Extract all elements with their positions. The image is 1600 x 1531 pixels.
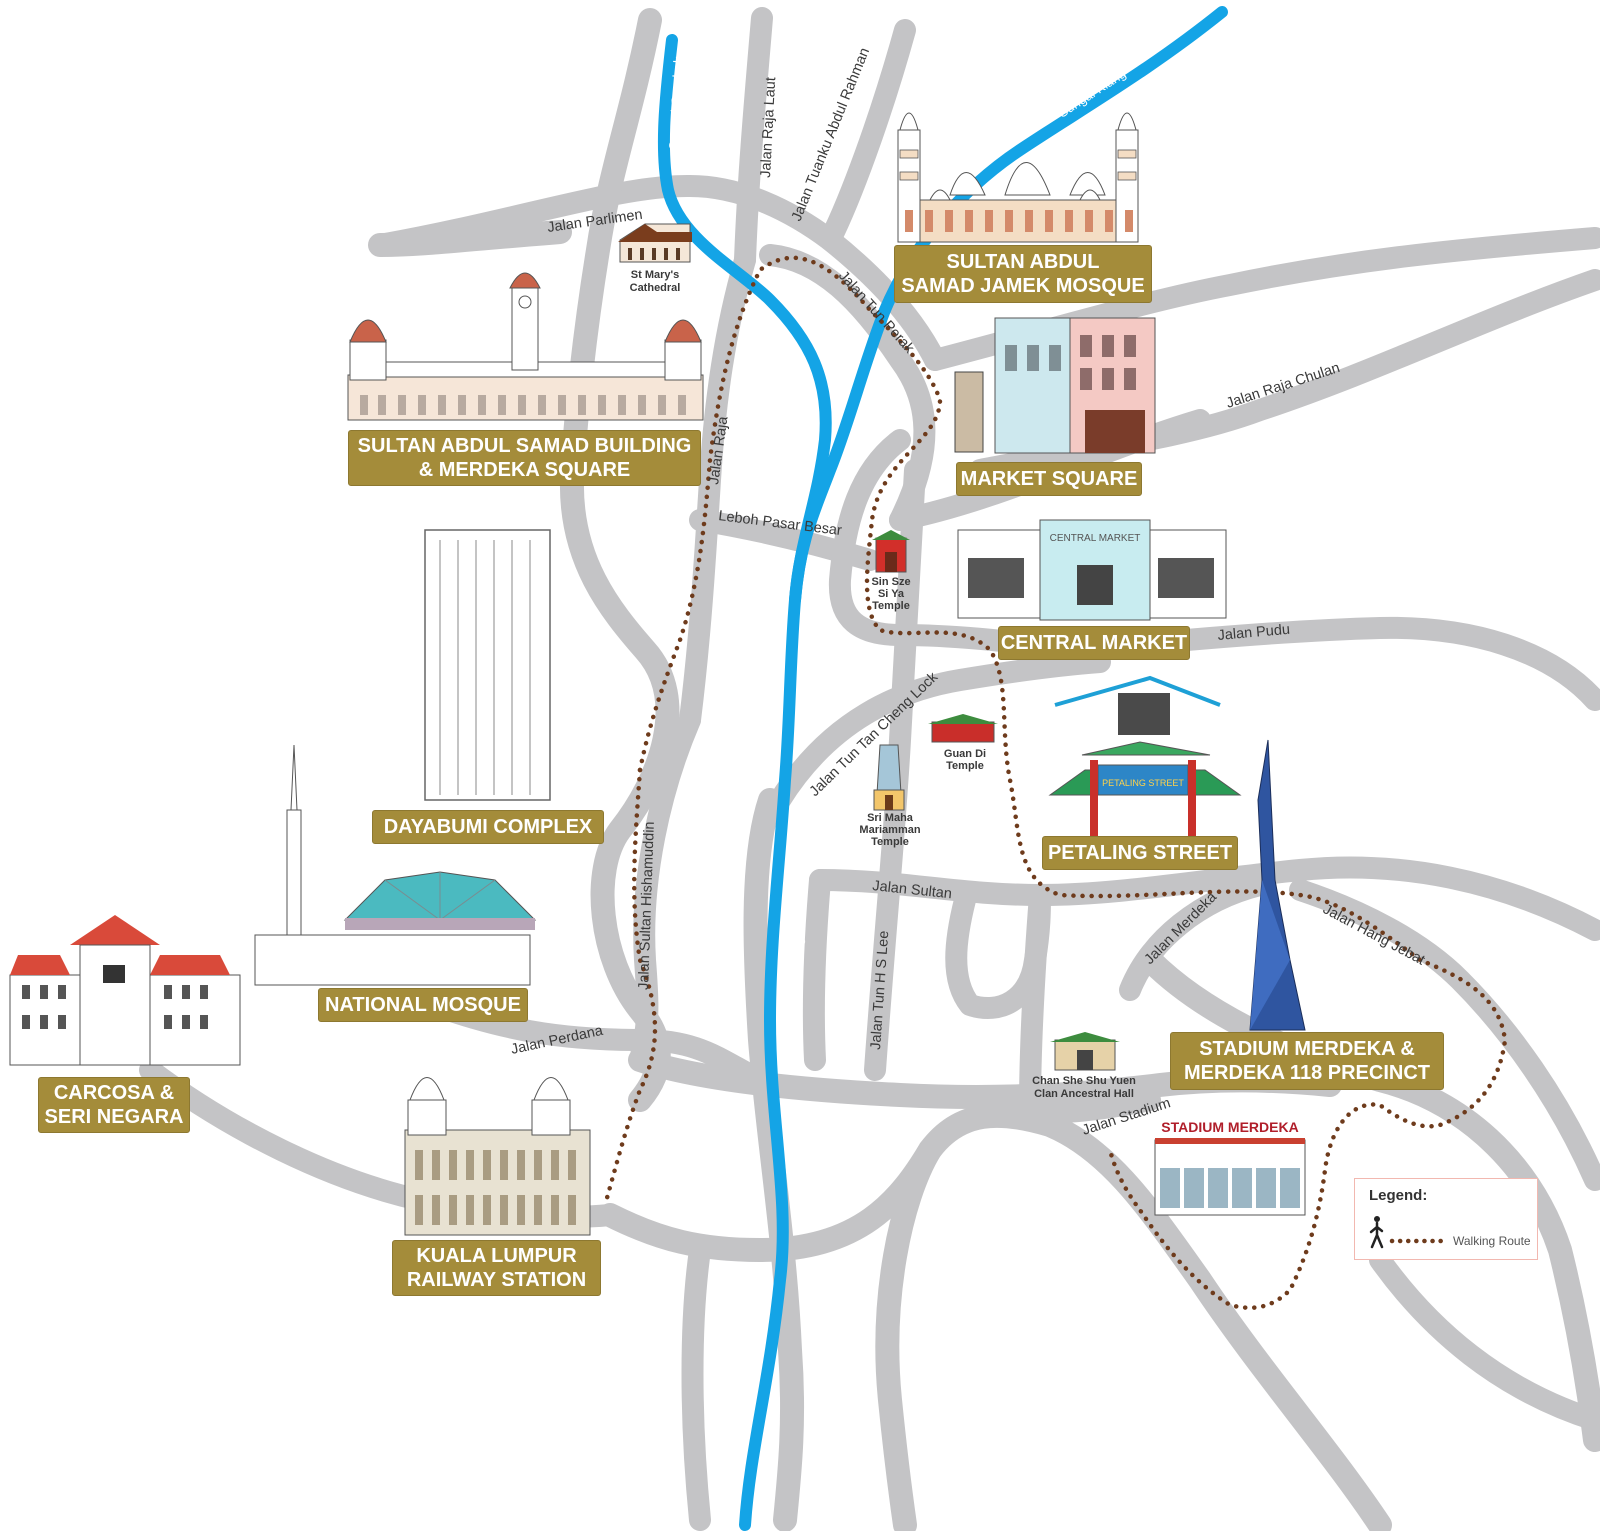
- central-market-sign: CENTRAL MARKET: [1050, 533, 1141, 544]
- petaling-street-sign: PETALING STREET: [1102, 778, 1184, 788]
- label-dayabumi: DAYABUMI COMPLEX: [372, 810, 604, 844]
- label-carcosa-line2: SERI NEGARA: [44, 1106, 184, 1128]
- label-stadium-merdeka-118: STADIUM MERDEKA & MERDEKA 118 PRECINCT: [1170, 1032, 1444, 1090]
- chan-she-label-1: Chan She Shu Yuen: [1032, 1075, 1136, 1087]
- kl-railway-station-illustration: [404, 1077, 591, 1236]
- label-central-market-line1: CENTRAL MARKET: [1000, 632, 1188, 654]
- st-marys-label-2: Cathedral: [630, 282, 681, 294]
- legend-walking-route-label: Walking Route: [1453, 1234, 1531, 1248]
- label-kl-railway-line2: RAILWAY STATION: [406, 1269, 587, 1291]
- sin-sze-si-ya-temple-illustration: [872, 530, 910, 573]
- guan-di-label-1: Guan Di: [944, 748, 986, 760]
- stadium-merdeka-illustration: STADIUM MERDEKA: [1154, 1119, 1306, 1216]
- sri-maha-label-1: Sri Maha: [867, 812, 914, 824]
- jamek-mosque-illustration: [897, 112, 1139, 243]
- label-stadium-merdeka-118-line2: MERDEKA 118 PRECINCT: [1184, 1062, 1430, 1084]
- label-carcosa: CARCOSA & SERI NEGARA: [38, 1077, 190, 1133]
- street-jalan-sultan-hishamuddin: Jalan Sultan Hishamuddin: [636, 821, 658, 990]
- chan-she-shu-yuen-illustration: [1050, 1032, 1120, 1071]
- label-dayabumi-line1: DAYABUMI COMPLEX: [383, 816, 593, 838]
- carcosa-illustration: [9, 915, 241, 1066]
- label-kl-railway: KUALA LUMPUR RAILWAY STATION: [392, 1240, 601, 1296]
- river-label-gombak: Sungai Gombak: [666, 56, 686, 150]
- street-jalan-raja-laut: Jalan Raja Laut: [758, 77, 779, 178]
- label-petaling-street-line1: PETALING STREET: [1047, 842, 1233, 864]
- walking-person-icon: [1369, 1216, 1384, 1249]
- street-jalan-pudu: Jalan Pudu: [1217, 622, 1291, 644]
- sin-sze-label-3: Temple: [872, 600, 910, 612]
- label-national-mosque: NATIONAL MOSQUE: [318, 988, 528, 1022]
- walking-route: [637, 255, 1508, 1311]
- label-jamek-mosque: SULTAN ABDUL SAMAD JAMEK MOSQUE: [894, 245, 1152, 303]
- sin-sze-label-1: Sin Sze: [871, 576, 910, 588]
- label-kl-railway-line1: KUALA LUMPUR: [416, 1245, 577, 1267]
- label-sultan-abdul-samad-line2: & MERDEKA SQUARE: [418, 459, 631, 481]
- petaling-street-gate-illustration: PETALING STREET: [1048, 675, 1242, 840]
- national-mosque-illustration: [254, 744, 537, 986]
- label-jamek-mosque-line2: SAMAD JAMEK MOSQUE: [901, 275, 1145, 297]
- label-market-square: MARKET SQUARE: [956, 462, 1142, 496]
- street-jalan-merdeka: Jalan Merdeka: [1142, 889, 1221, 968]
- label-petaling-street: PETALING STREET: [1042, 836, 1238, 870]
- label-central-market: CENTRAL MARKET: [998, 626, 1190, 660]
- guan-di-temple-illustration: [928, 714, 998, 743]
- sultan-abdul-samad-building-illustration: [347, 272, 704, 421]
- st-marys-cathedral-illustration: [618, 223, 692, 263]
- label-market-square-line1: MARKET SQUARE: [960, 468, 1138, 490]
- sri-maha-label-3: Temple: [871, 836, 909, 848]
- label-carcosa-line1: CARCOSA &: [53, 1082, 175, 1104]
- sri-maha-mariamman-temple-illustration: [873, 744, 905, 811]
- walking-route-west: [602, 767, 658, 1208]
- legend-title: Legend:: [1369, 1187, 1428, 1204]
- river-label-klang-south: Sungai Klang: [784, 937, 806, 1015]
- road-network: [139, 7, 1600, 1531]
- st-marys-label-1: St Mary's: [631, 269, 679, 281]
- dayabumi-illustration: [424, 529, 551, 801]
- sin-sze-label-2: Si Ya: [878, 588, 905, 600]
- merdeka-118-tower-illustration: [1249, 739, 1306, 1031]
- label-stadium-merdeka-118-line1: STADIUM MERDEKA &: [1199, 1038, 1415, 1060]
- label-sultan-abdul-samad-line1: SULTAN ABDUL SAMAD BUILDING: [357, 435, 692, 457]
- guan-di-label-2: Temple: [946, 760, 984, 772]
- map-legend: Legend: Walking Route: [1354, 1178, 1538, 1260]
- label-jamek-mosque-line1: SULTAN ABDUL: [946, 251, 1100, 273]
- market-square-illustration: [954, 317, 1156, 454]
- chan-she-label-2: Clan Ancestral Hall: [1034, 1088, 1134, 1100]
- label-sultan-abdul-samad: SULTAN ABDUL SAMAD BUILDING & MERDEKA SQ…: [348, 430, 701, 486]
- sri-maha-label-2: Mariamman: [859, 824, 920, 836]
- label-national-mosque-line1: NATIONAL MOSQUE: [325, 994, 521, 1016]
- legend-route-sample: [1389, 1238, 1447, 1244]
- central-market-illustration: CENTRAL MARKET: [957, 519, 1227, 621]
- stadium-merdeka-sign: STADIUM MERDEKA: [1161, 1119, 1298, 1135]
